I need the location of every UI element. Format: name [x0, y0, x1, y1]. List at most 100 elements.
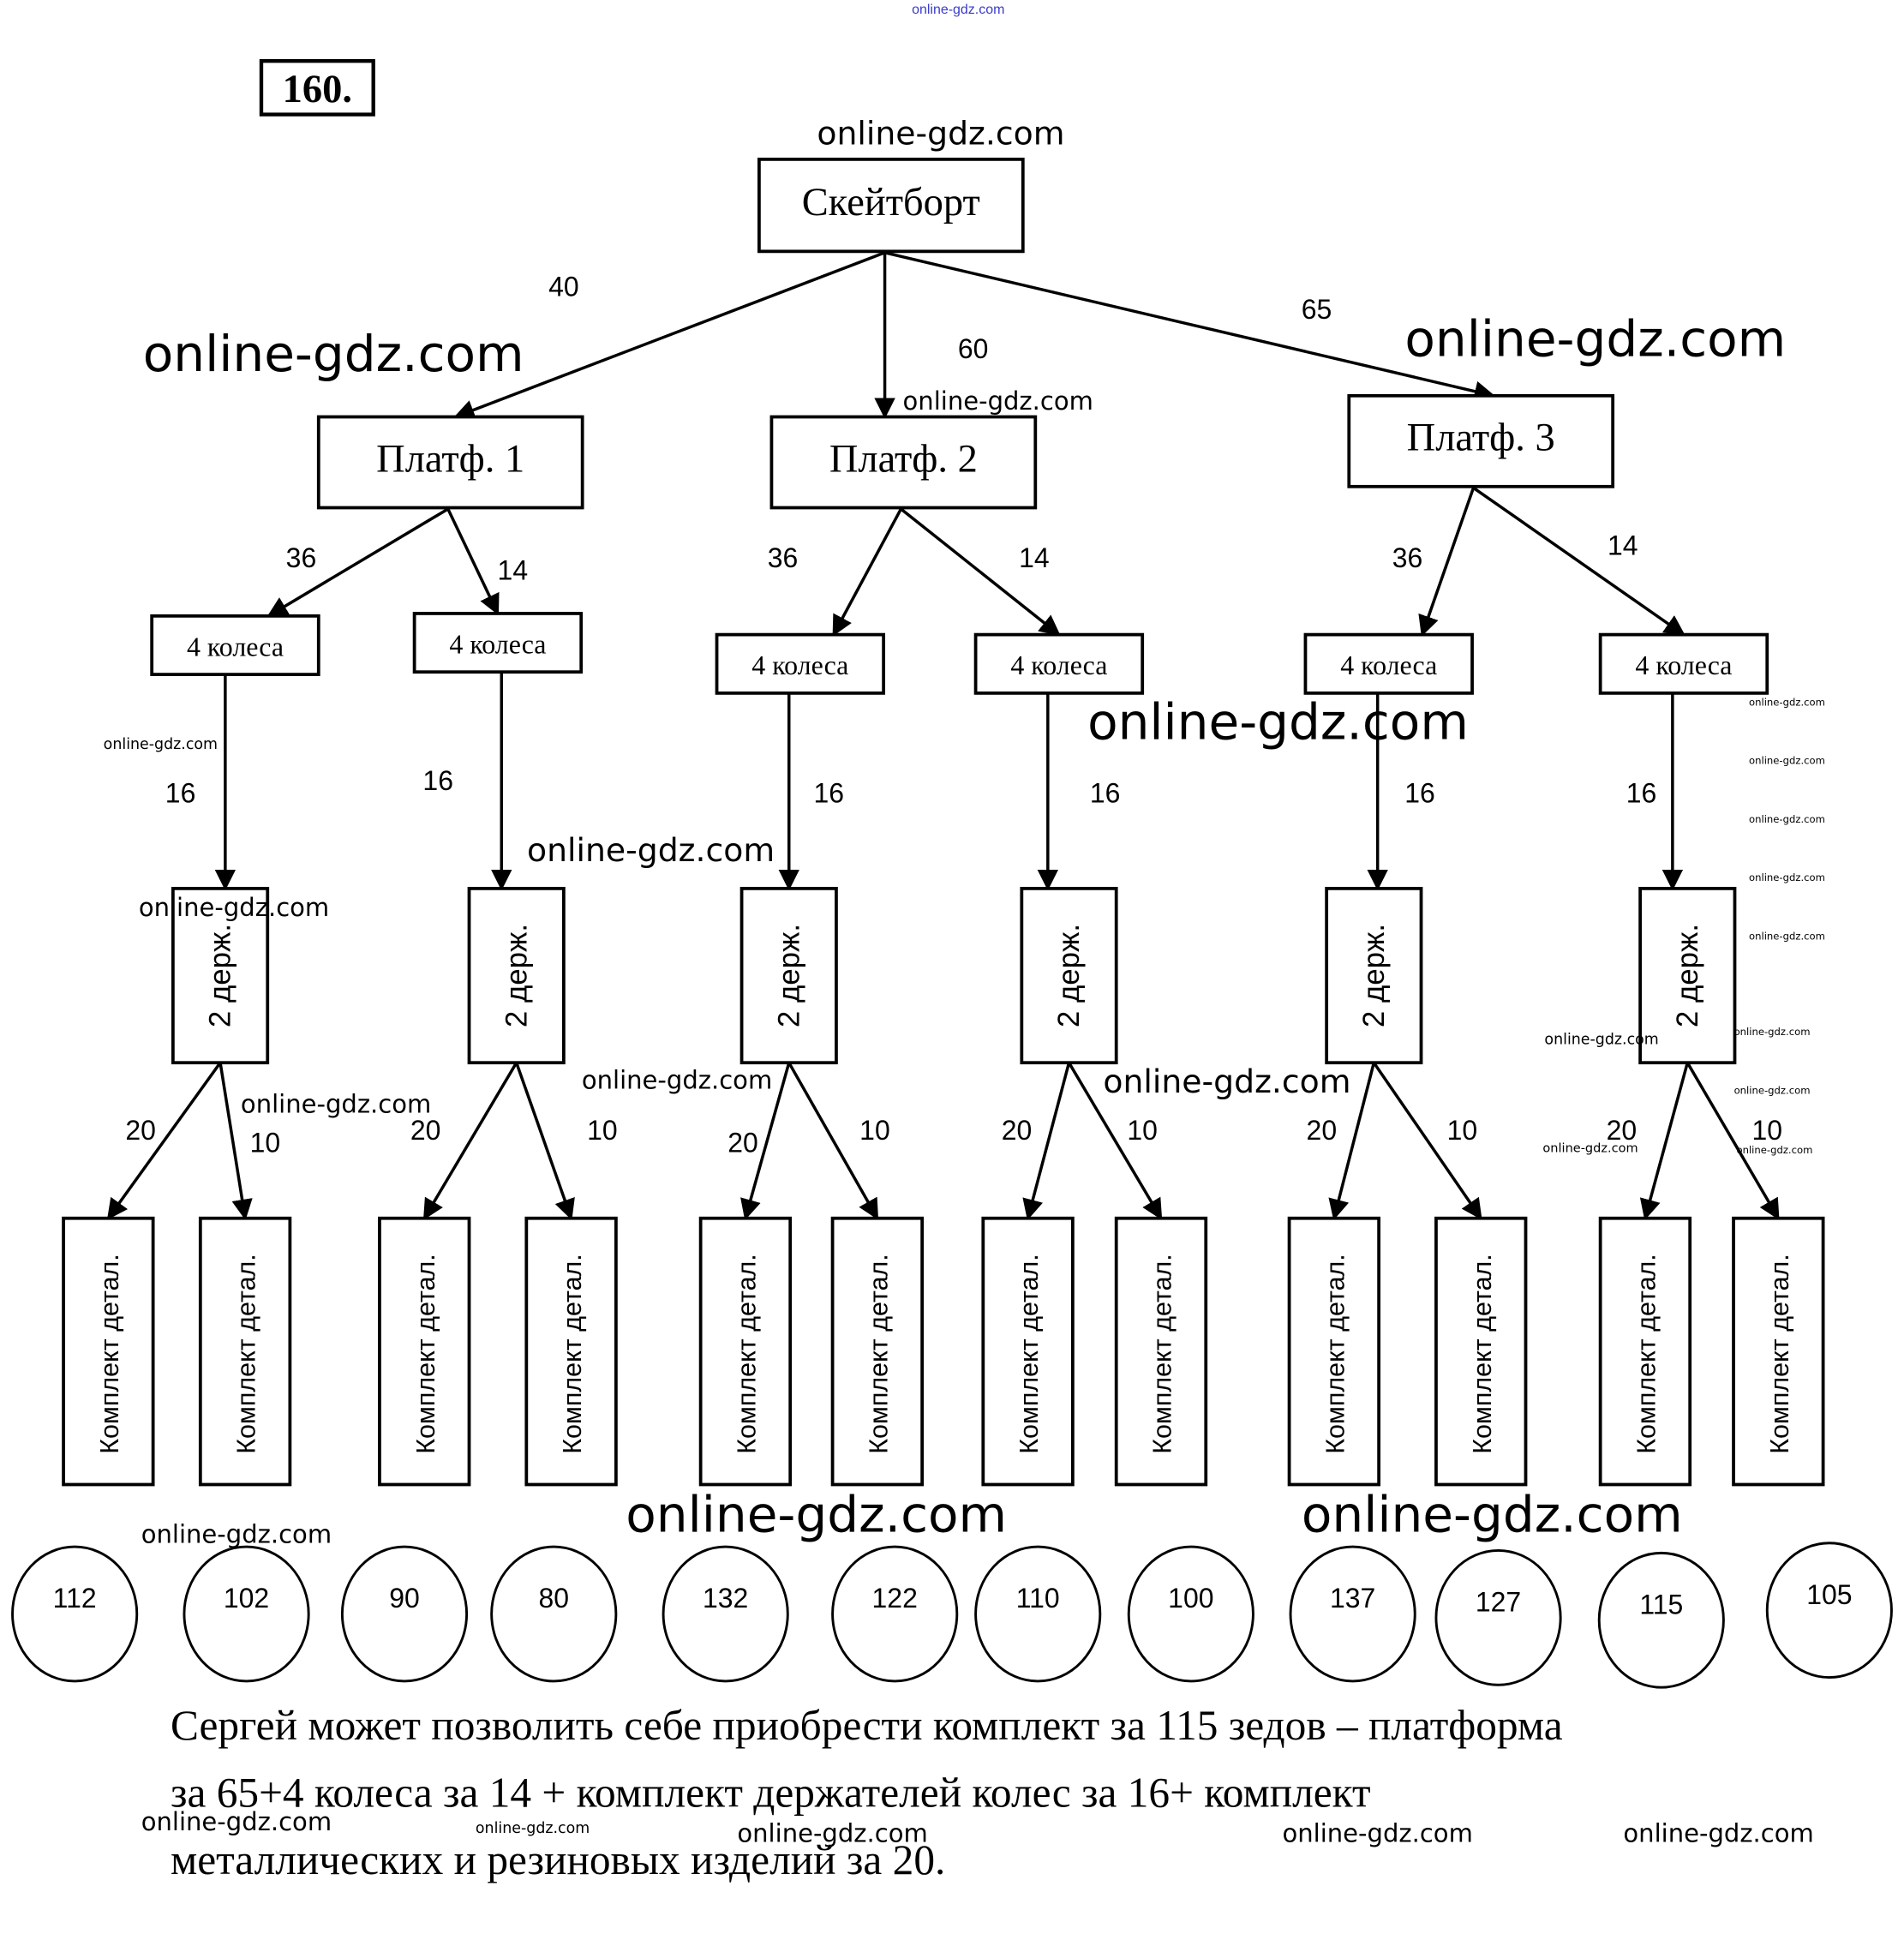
- node-wheels: 4 колеса: [1598, 632, 1769, 695]
- problem-number: 160.: [259, 58, 375, 117]
- platform-label: Платф. 2: [829, 437, 978, 481]
- edge-platform-to-wheels: [446, 508, 500, 616]
- edge-price-set: 20: [410, 1115, 441, 1146]
- holders-label: 2 держ.: [772, 924, 805, 1027]
- detail-set-box: [1598, 1216, 1692, 1487]
- edges-layer: [106, 251, 1780, 1221]
- total-circle: 102: [183, 1545, 310, 1683]
- watermark-text: online-gdz.com: [141, 1520, 332, 1549]
- watermark-text: online-gdz.com: [1282, 1818, 1472, 1847]
- edge-price-set: 10: [859, 1115, 890, 1146]
- node-platform-1: Платф. 1: [316, 415, 584, 510]
- detail-set-box: [1434, 1216, 1528, 1487]
- total-value: 122: [872, 1583, 918, 1614]
- edge-holders-to-set: [1639, 1062, 1689, 1221]
- watermark-text: online-gdz.com: [1302, 1486, 1683, 1544]
- wheels-label: 4 колеса: [751, 650, 848, 680]
- edge-holders-to-set: [422, 1062, 518, 1220]
- total-circle: 112: [11, 1545, 139, 1683]
- detail-set-label: Комплект детал.: [232, 1254, 261, 1454]
- detail-set-label: Комплект детал.: [411, 1254, 440, 1454]
- total-circle: 90: [340, 1545, 469, 1683]
- edge-holders-to-set: [1685, 1062, 1780, 1220]
- node-wheels: 4 колеса: [715, 632, 886, 695]
- node-holders: 2 держ.: [1325, 886, 1423, 1065]
- wheels-label: 4 колеса: [449, 629, 546, 659]
- detail-set-label: Комплект детал.: [1468, 1254, 1497, 1454]
- edge-price-wheels: 14: [1608, 530, 1638, 561]
- node-wheels: 4 колеса: [412, 612, 584, 674]
- node-root-box: [757, 157, 1025, 254]
- watermark-text: online-gdz.com: [1544, 1031, 1658, 1048]
- total-value: 137: [1330, 1583, 1375, 1614]
- platform-box: [316, 415, 584, 510]
- watermark-text: online-gdz.com: [1749, 813, 1825, 825]
- detail-set-box: [62, 1216, 155, 1487]
- edge-price-holders: 16: [813, 778, 844, 809]
- total-circle-shape: [974, 1545, 1102, 1683]
- watermark-text: online-gdz.com: [1734, 1084, 1811, 1096]
- total-value: 112: [53, 1583, 97, 1614]
- edge-price-set: 20: [1307, 1115, 1338, 1146]
- total-circle-shape: [662, 1545, 789, 1683]
- watermark-text: online-gdz.com: [817, 114, 1064, 152]
- platform-box: [1347, 393, 1615, 488]
- detail-set-box: [1287, 1216, 1381, 1487]
- detail-set-box: [698, 1216, 793, 1487]
- node-platform-2: Платф. 2: [769, 415, 1038, 510]
- edge-platform-to-wheels: [900, 507, 1061, 637]
- detail-set-label: Комплект детал.: [558, 1254, 587, 1454]
- edge-price-wheels: 14: [1019, 542, 1050, 573]
- wheels-box: [412, 612, 584, 674]
- edge-root-to-platform-1: [453, 251, 886, 421]
- edge-price-wheels: 36: [768, 542, 799, 573]
- holders-label: 2 держ.: [1052, 924, 1086, 1027]
- watermark-text: online-gdz.com: [1734, 1026, 1811, 1038]
- watermark-text: online-gdz.com: [1542, 1142, 1638, 1156]
- node-wheels: 4 колеса: [973, 632, 1145, 695]
- detail-set-box: [378, 1216, 471, 1487]
- wheels-box: [1598, 632, 1769, 695]
- watermark-text: online-gdz.com: [476, 1820, 590, 1837]
- edge-price-wheels: 36: [286, 542, 317, 573]
- top-watermark: online-gdz.com: [912, 3, 1004, 17]
- total-value: 132: [703, 1583, 748, 1614]
- detail-set-label: Комплект детал.: [1148, 1254, 1177, 1454]
- edge-price-set: 20: [125, 1115, 156, 1146]
- watermark-text: online-gdz.com: [104, 736, 218, 753]
- watermark-text: online-gdz.com: [582, 1066, 772, 1095]
- total-value: 105: [1806, 1579, 1852, 1610]
- detail-set-label: Комплект детал.: [1015, 1254, 1044, 1454]
- node-detail-set: Комплект детал.: [1598, 1216, 1692, 1487]
- total-circle-shape: [831, 1545, 959, 1683]
- wheels-label: 4 колеса: [1340, 650, 1437, 680]
- edge-price-platform-1: 40: [548, 272, 579, 302]
- answer-line-1: Сергей может позволить себе приобрести к…: [171, 1702, 1563, 1749]
- total-circle: 100: [1127, 1545, 1254, 1683]
- node-holders: 2 держ.: [171, 886, 270, 1065]
- detail-set-box: [1732, 1216, 1825, 1487]
- platform-label: Платф. 3: [1407, 416, 1555, 460]
- edge-price-platform-2: 60: [958, 333, 989, 364]
- edge-price-holders: 16: [1626, 778, 1657, 809]
- total-circle-shape: [340, 1545, 469, 1683]
- total-circle: 137: [1289, 1545, 1416, 1683]
- edge-price-set: 20: [1607, 1115, 1638, 1146]
- wheels-label: 4 колеса: [187, 632, 284, 662]
- detail-set-box: [198, 1216, 292, 1487]
- node-platform-3: Платф. 3: [1347, 393, 1615, 488]
- edge-holders-to-set: [515, 1062, 575, 1221]
- wheels-box: [150, 614, 320, 676]
- total-circle: 127: [1434, 1549, 1562, 1686]
- problem-number-label: 160.: [283, 68, 352, 111]
- edge-price-holders: 16: [422, 765, 453, 796]
- edge-holders-to-set: [1022, 1062, 1071, 1221]
- watermark-text: online-gdz.com: [1749, 755, 1825, 767]
- answer-text: Сергей может позволить себе приобрести к…: [171, 1702, 1563, 1883]
- total-circle-shape: [1597, 1551, 1725, 1689]
- edge-holders-to-set: [1372, 1062, 1482, 1220]
